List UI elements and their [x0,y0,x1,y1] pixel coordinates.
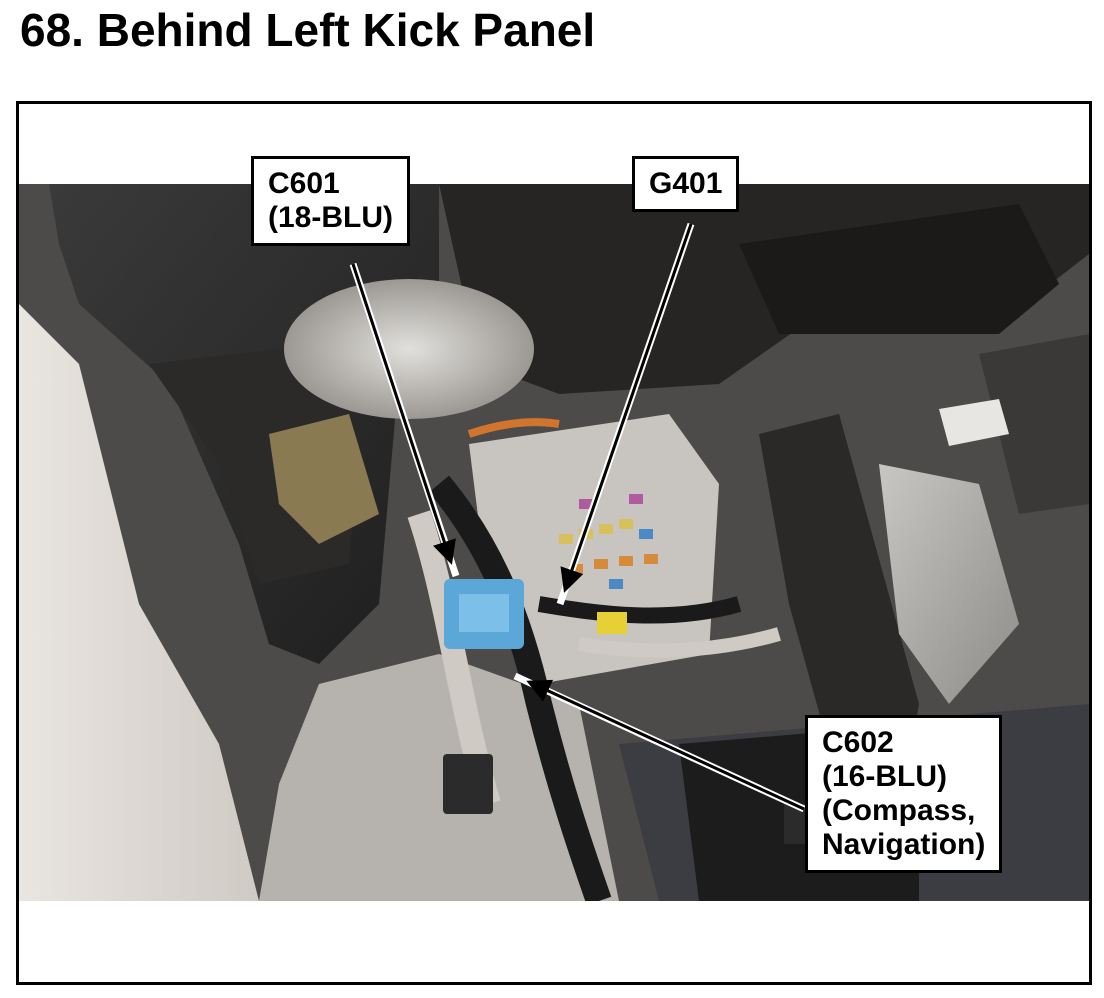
c602-callout: C602 (16-BLU) (Compass, Navigation) [805,715,1003,873]
c601-label: C601 [268,167,340,200]
c602-note-1: (Compass, [822,794,976,827]
c602-spec: (16-BLU) [822,760,947,793]
figure-frame: C601 (18-BLU) G401 C602 (16-BLU) (Compas… [16,101,1092,985]
page-title: 68. Behind Left Kick Panel [20,4,596,56]
g401-callout: G401 [632,156,740,212]
c602-label: C602 [822,726,894,759]
c601-spec: (18-BLU) [268,201,393,234]
g401-label: G401 [649,167,723,200]
c601-callout: C601 (18-BLU) [251,156,410,246]
c602-note-2: Navigation) [822,828,986,861]
